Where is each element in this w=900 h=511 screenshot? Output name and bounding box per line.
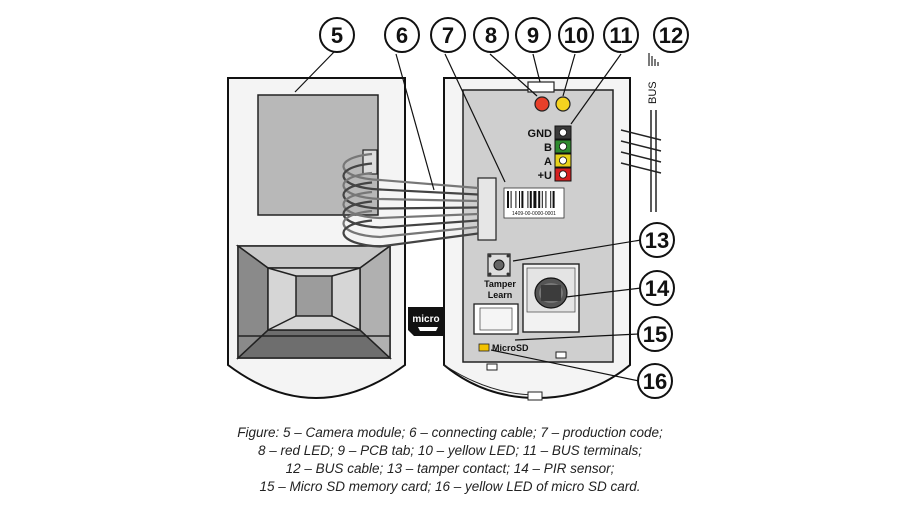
barcode-bar [510, 191, 512, 208]
callout-11: 11 [603, 17, 639, 53]
housing-slot-2 [555, 351, 567, 359]
callout-7: 7 [430, 17, 466, 53]
callout-number: 7 [442, 23, 454, 48]
cable-connector-right [477, 177, 497, 241]
callout-8: 8 [473, 17, 509, 53]
callout-10: 10 [558, 17, 594, 53]
yellow-led [555, 96, 571, 112]
barcode-bar [541, 191, 543, 208]
barcode-bar [515, 191, 517, 208]
device-diagram: GND B A +U 1409-00-0000-0001 Tamper Lear… [227, 17, 689, 401]
terminal-label-a: A [544, 156, 552, 168]
caption-line-4: 15 – Micro SD memory card; 16 – yellow L… [259, 479, 641, 494]
pir-sensor [522, 263, 580, 333]
barcode-bar [529, 191, 532, 208]
cable-wire [342, 171, 479, 203]
microsd-led [478, 343, 490, 352]
microsd-slot [473, 303, 519, 335]
callout-number: 6 [396, 23, 408, 48]
callout-13: 13 [639, 222, 675, 258]
tamper-label: Tamper [484, 279, 516, 289]
barcode-bar [521, 191, 524, 208]
pcb-tab [527, 81, 555, 93]
figure-caption: Figure: 5 – Camera module; 6 – connectin… [150, 424, 750, 496]
caption-line-1: Figure: 5 – Camera module; 6 – connectin… [237, 425, 663, 440]
caption-line-2: 8 – red LED; 9 – PCB tab; 10 – yellow LE… [258, 443, 642, 458]
bus-cable-icon [648, 53, 659, 66]
callout-number: 11 [609, 23, 632, 48]
cable-wire [342, 209, 479, 239]
callout-number: 9 [527, 23, 539, 48]
barcode-bar [527, 191, 529, 208]
red-led [534, 96, 550, 112]
barcode-bar [552, 191, 555, 208]
callout-number: 8 [485, 23, 497, 48]
cable-wire [342, 200, 479, 229]
callout-number: 16 [643, 369, 667, 394]
terminal-screw-icon [559, 156, 568, 165]
callout-number: 15 [643, 322, 667, 347]
terminal-label-plus-u: +U [538, 170, 552, 182]
callout-number: 10 [564, 23, 588, 48]
microsd-label: MicroSD [492, 343, 529, 353]
camera-pyramid-lens [235, 244, 393, 360]
barcode-bar [538, 191, 541, 208]
barcode: 1409-00-0000-0001 [503, 187, 565, 219]
callout-16: 16 [637, 363, 673, 399]
callout-markers: 5 6 7 8 9 10 11 12 13 14 15 16 [319, 17, 689, 399]
barcode-bar [519, 191, 520, 208]
barcode-bar [550, 191, 552, 208]
cable-wire [342, 190, 479, 220]
callout-15: 15 [637, 316, 673, 352]
connecting-cable [342, 152, 479, 248]
bus-terminals: GND B A +U [528, 125, 572, 182]
cable-wire [342, 181, 479, 210]
microsd-card-icon: micro [408, 307, 444, 336]
callout-number: 13 [645, 228, 669, 253]
cable-wire [342, 162, 479, 196]
callout-number: 5 [331, 23, 343, 48]
barcode-bar [533, 191, 537, 208]
barcode-bar [507, 191, 509, 208]
terminal-label-gnd: GND [528, 128, 553, 140]
callout-14: 14 [639, 270, 675, 306]
cable-wire [342, 219, 479, 248]
terminal-screw-icon [559, 170, 568, 179]
bus-label: BUS [647, 81, 659, 104]
barcode-bar [545, 191, 547, 208]
terminal-screw-icon [559, 128, 568, 137]
callout-12: 12 [653, 17, 689, 53]
terminal-label-b: B [544, 142, 552, 154]
callout-5: 5 [319, 17, 355, 53]
micro-logo-text: micro [412, 314, 439, 325]
caption-line-3: 12 – BUS cable; 13 – tamper contact; 14 … [285, 461, 615, 476]
tamper-contact [487, 253, 511, 277]
callout-6: 6 [384, 17, 420, 53]
housing-slot-1 [486, 363, 498, 371]
learn-label: Learn [488, 290, 513, 300]
callout-number: 14 [645, 276, 670, 301]
cable-wire [342, 152, 479, 190]
leader-lines [294, 50, 642, 382]
mount-bracket-lines [620, 110, 662, 212]
callout-9: 9 [515, 17, 551, 53]
terminal-screw-icon [559, 142, 568, 151]
callout-number: 12 [659, 23, 683, 48]
production-code: 1409-00-0000-0001 [512, 211, 556, 217]
housing-notch [527, 391, 543, 401]
